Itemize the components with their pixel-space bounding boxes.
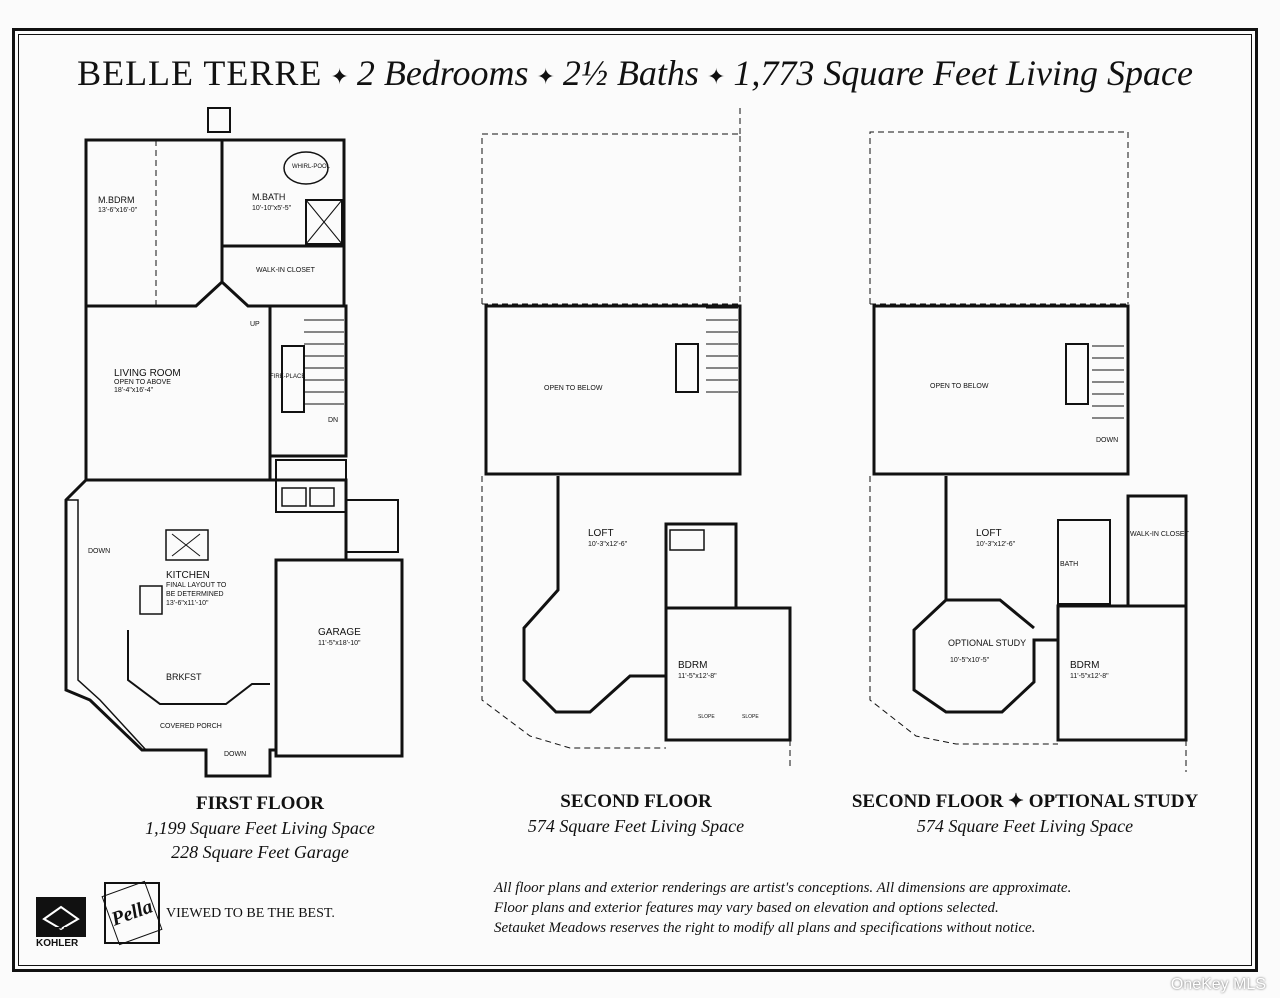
- kohler-line: KOHLER: [36, 938, 79, 949]
- second-floor-caption: SECOND FLOOR 574 Square Feet Living Spac…: [500, 790, 772, 838]
- pella-logo-icon: Pella: [101, 880, 163, 946]
- outer-frame: [12, 28, 1258, 972]
- room-dim: 10'-5"x10'-5": [950, 657, 990, 664]
- kohler-logo-icon: [36, 897, 86, 937]
- room-label: M.BDRM: [98, 195, 135, 205]
- room-label: COVERED PORCH: [160, 723, 222, 730]
- optional-study-plan: [872, 304, 1188, 742]
- separator-icon: ✦: [536, 63, 555, 89]
- second-floor-dashed: [481, 108, 791, 770]
- inner-frame: [18, 34, 1252, 966]
- stair-label: DOWN: [1096, 437, 1118, 444]
- room-dim: 18'-4"x16'-4": [114, 387, 154, 394]
- optional-study-caption: SECOND FLOOR ✦ OPTIONAL STUDY 574 Square…: [840, 790, 1210, 838]
- room-dim: 13'-6"x11'-10": [166, 600, 209, 607]
- room-label: KITCHEN: [166, 570, 210, 581]
- room-note: FINAL LAYOUT TO: [166, 582, 227, 589]
- room-dim: 11'-5"x12'-8": [1070, 673, 1109, 680]
- area-text: 1,773 Square Feet Living Space: [733, 53, 1193, 93]
- stair-label: DN: [328, 417, 338, 424]
- room-label: WALK-IN CLOSET: [1130, 531, 1190, 538]
- room-label: BATH: [1060, 561, 1078, 568]
- room-label: LIVING ROOM: [114, 368, 181, 379]
- room-note: OPEN TO BELOW: [544, 385, 603, 392]
- room-dim: 10'-3"x12'-6": [976, 541, 1016, 548]
- room-dim: 10'-3"x12'-6": [588, 541, 628, 548]
- baths-text: 2½ Baths: [562, 53, 699, 93]
- room-dim: 10'-10"x5'-5": [252, 205, 292, 212]
- slope-label: SLOPE: [698, 714, 715, 720]
- room-dim: 11'-5"x18'-10": [318, 640, 361, 647]
- room-label: LOFT: [588, 528, 614, 539]
- room-labels: M.BDRM 13'-6"x16'-0" M.BATH 10'-10"x5'-5…: [88, 164, 1190, 758]
- stair-label: UP: [250, 321, 260, 328]
- room-note: OPEN TO BELOW: [930, 383, 989, 390]
- caption-heading: SECOND FLOOR ✦ OPTIONAL STUDY: [851, 791, 1199, 812]
- room-dim: 11'-5"x12'-8": [678, 673, 717, 680]
- kohler-line: TOTAL: [36, 924, 79, 939]
- first-floor-dashed: [86, 140, 270, 481]
- first-floor-caption: FIRST FLOOR 1,199 Square Feet Living Spa…: [130, 792, 390, 864]
- room-label: FIRE-PLACE: [270, 374, 305, 380]
- room-label: WALK-IN CLOSET: [256, 267, 316, 274]
- kohler-logo-text: TOTAL KOHLER: [36, 924, 79, 950]
- room-label: WHIRL-POOL: [292, 164, 331, 170]
- separator-icon: ✦: [330, 63, 349, 89]
- pella-logo-text: Pella: [101, 880, 163, 946]
- disclaimer-line: Floor plans and exterior features may va…: [494, 900, 999, 916]
- model-name: BELLE TERRE: [77, 53, 323, 93]
- room-label: M.BATH: [252, 192, 285, 202]
- caption-line: 228 Square Feet Garage: [171, 842, 349, 862]
- room-dim: 13'-6"x16'-0": [98, 207, 138, 214]
- caption-line: 574 Square Feet Living Space: [916, 816, 1134, 836]
- room-label: LOFT: [976, 528, 1002, 539]
- separator-icon: ✦: [706, 63, 726, 89]
- caption-line: 574 Square Feet Living Space: [527, 816, 745, 836]
- caption-heading: SECOND FLOOR: [560, 791, 712, 812]
- bedrooms-text: 2 Bedrooms: [356, 53, 529, 93]
- disclaimer: All floor plans and exterior renderings …: [494, 878, 1071, 938]
- room-label: BDRM: [1070, 660, 1099, 671]
- second-floor-plan: [484, 304, 792, 742]
- watermark: OneKey MLS: [1170, 976, 1266, 993]
- optional-study-dashed: [869, 131, 1187, 772]
- caption-line: 1,199 Square Feet Living Space: [145, 818, 375, 838]
- disclaimer-line: All floor plans and exterior renderings …: [494, 880, 1072, 896]
- disclaimer-line: Setauket Meadows reserves the right to m…: [494, 920, 1036, 936]
- room-label: BDRM: [678, 660, 707, 671]
- room-label: BRKFST: [166, 672, 202, 682]
- slope-label: SLOPE: [742, 714, 759, 720]
- room-note: OPEN TO ABOVE: [114, 379, 171, 386]
- room-label: OPTIONAL STUDY: [948, 638, 1026, 648]
- stair-label: DOWN: [224, 751, 246, 758]
- room-note: BE DETERMINED: [166, 591, 224, 598]
- caption-heading: FIRST FLOOR: [196, 793, 324, 814]
- page-title: BELLE TERRE ✦ 2 Bedrooms ✦ 2½ Baths ✦ 1,773 Sq…: [0, 52, 1270, 94]
- stair-label: DOWN: [88, 548, 110, 555]
- room-label: GARAGE: [318, 627, 361, 638]
- pella-tagline: VIEWED TO BE THE BEST.: [166, 906, 335, 921]
